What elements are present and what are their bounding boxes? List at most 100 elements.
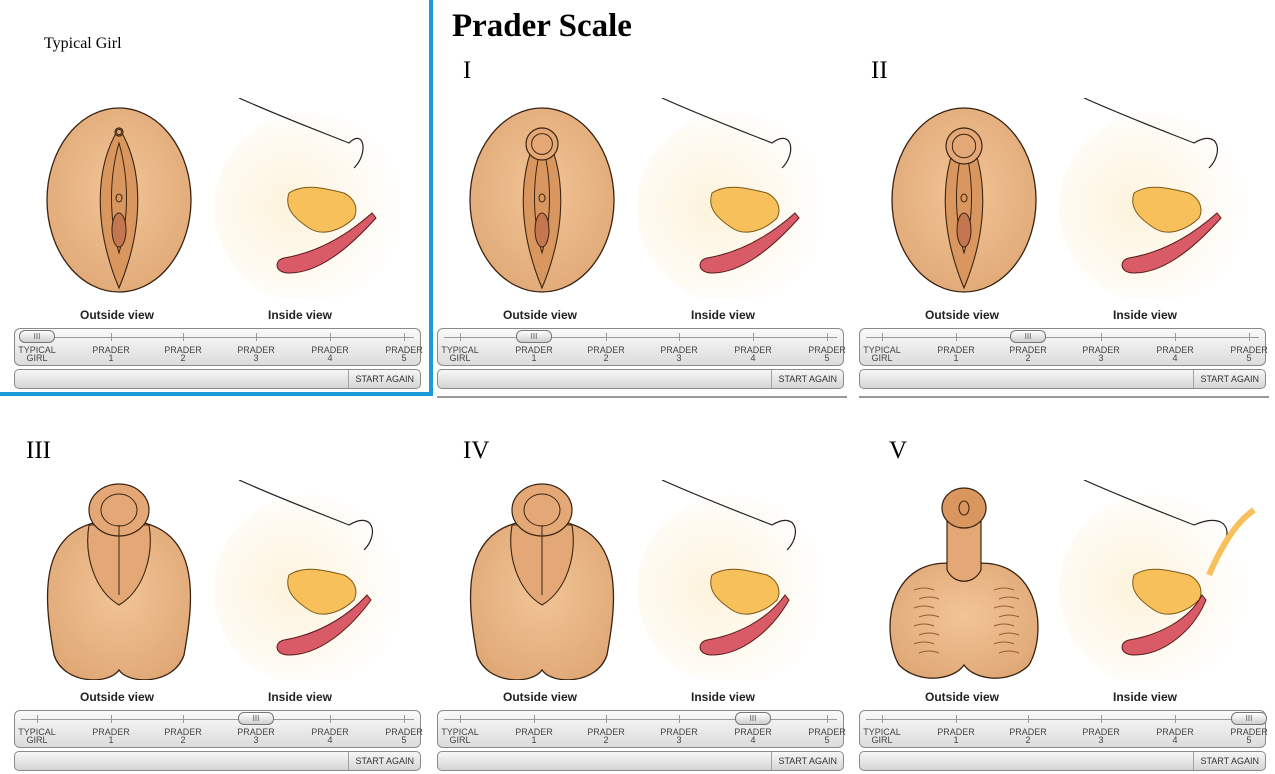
slider-track — [21, 719, 414, 720]
prader-panel: Typical GirlOutside viewInside viewTYPIC… — [14, 20, 424, 392]
stop-label-line2: 3 — [1074, 354, 1128, 362]
start-again-bar: START AGAIN — [859, 751, 1266, 771]
slider-tick — [1101, 715, 1102, 723]
illustration — [859, 98, 1269, 298]
inside-view-label: Inside view — [1113, 690, 1177, 704]
stop-label-line2: 3 — [652, 736, 706, 744]
slider-tick — [1175, 715, 1176, 723]
stop-label-line2: GIRL — [855, 736, 909, 744]
start-again-bar: START AGAIN — [437, 751, 844, 771]
clitoris — [946, 128, 982, 164]
slider-tick — [534, 715, 535, 723]
slider-handle[interactable]: III — [19, 330, 55, 343]
outside-view-illustration — [48, 484, 191, 680]
slider-tick — [111, 715, 112, 723]
start-again-button[interactable]: START AGAIN — [771, 370, 843, 388]
slider-tick — [330, 715, 331, 723]
inside-view-label: Inside view — [268, 308, 332, 322]
stop-label-line2: 3 — [229, 354, 283, 362]
slider-handle[interactable]: III — [735, 712, 771, 725]
slider-tick — [827, 333, 828, 341]
inside-view-illustration — [637, 98, 827, 298]
prader-panel: IVOutside viewInside viewTYPICALGIRLPRAD… — [437, 402, 847, 774]
slider-handle[interactable]: III — [1231, 712, 1267, 725]
start-again-bar: START AGAIN — [14, 369, 421, 389]
slider-tick — [606, 715, 607, 723]
slider-tick — [404, 715, 405, 723]
outside-view-illustration — [471, 484, 614, 680]
start-again-button[interactable]: START AGAIN — [771, 752, 843, 770]
slider-tick — [460, 715, 461, 723]
slider-track — [866, 337, 1259, 338]
stop-label-line2: 4 — [303, 354, 357, 362]
outside-view-illustration — [47, 108, 191, 292]
slider-tick — [882, 715, 883, 723]
stop-label-line2: 5 — [800, 736, 854, 744]
panel-label: V — [889, 438, 907, 463]
slider-tick — [1249, 333, 1250, 341]
illustration — [14, 480, 424, 680]
illustration — [859, 480, 1269, 680]
slider-tick — [37, 715, 38, 723]
stop-label-line2: 3 — [652, 354, 706, 362]
outside-view-label: Outside view — [925, 308, 999, 322]
slider-handle[interactable]: III — [1010, 330, 1046, 343]
slider-handle[interactable]: III — [238, 712, 274, 725]
start-again-button[interactable]: START AGAIN — [1193, 370, 1265, 388]
start-again-button[interactable]: START AGAIN — [348, 370, 420, 388]
stop-label-line2: 1 — [929, 736, 983, 744]
slider-handle[interactable]: III — [516, 330, 552, 343]
stop-label-line2: 2 — [156, 354, 210, 362]
slider-tick — [827, 715, 828, 723]
prader-panel: IOutside viewInside viewTYPICALGIRLPRADE… — [437, 20, 847, 392]
stop-label-line2: GIRL — [10, 354, 64, 362]
start-again-button[interactable]: START AGAIN — [348, 752, 420, 770]
stop-label-line2: 1 — [507, 736, 561, 744]
stop-label-line2: 5 — [800, 354, 854, 362]
start-again-button[interactable]: START AGAIN — [1193, 752, 1265, 770]
